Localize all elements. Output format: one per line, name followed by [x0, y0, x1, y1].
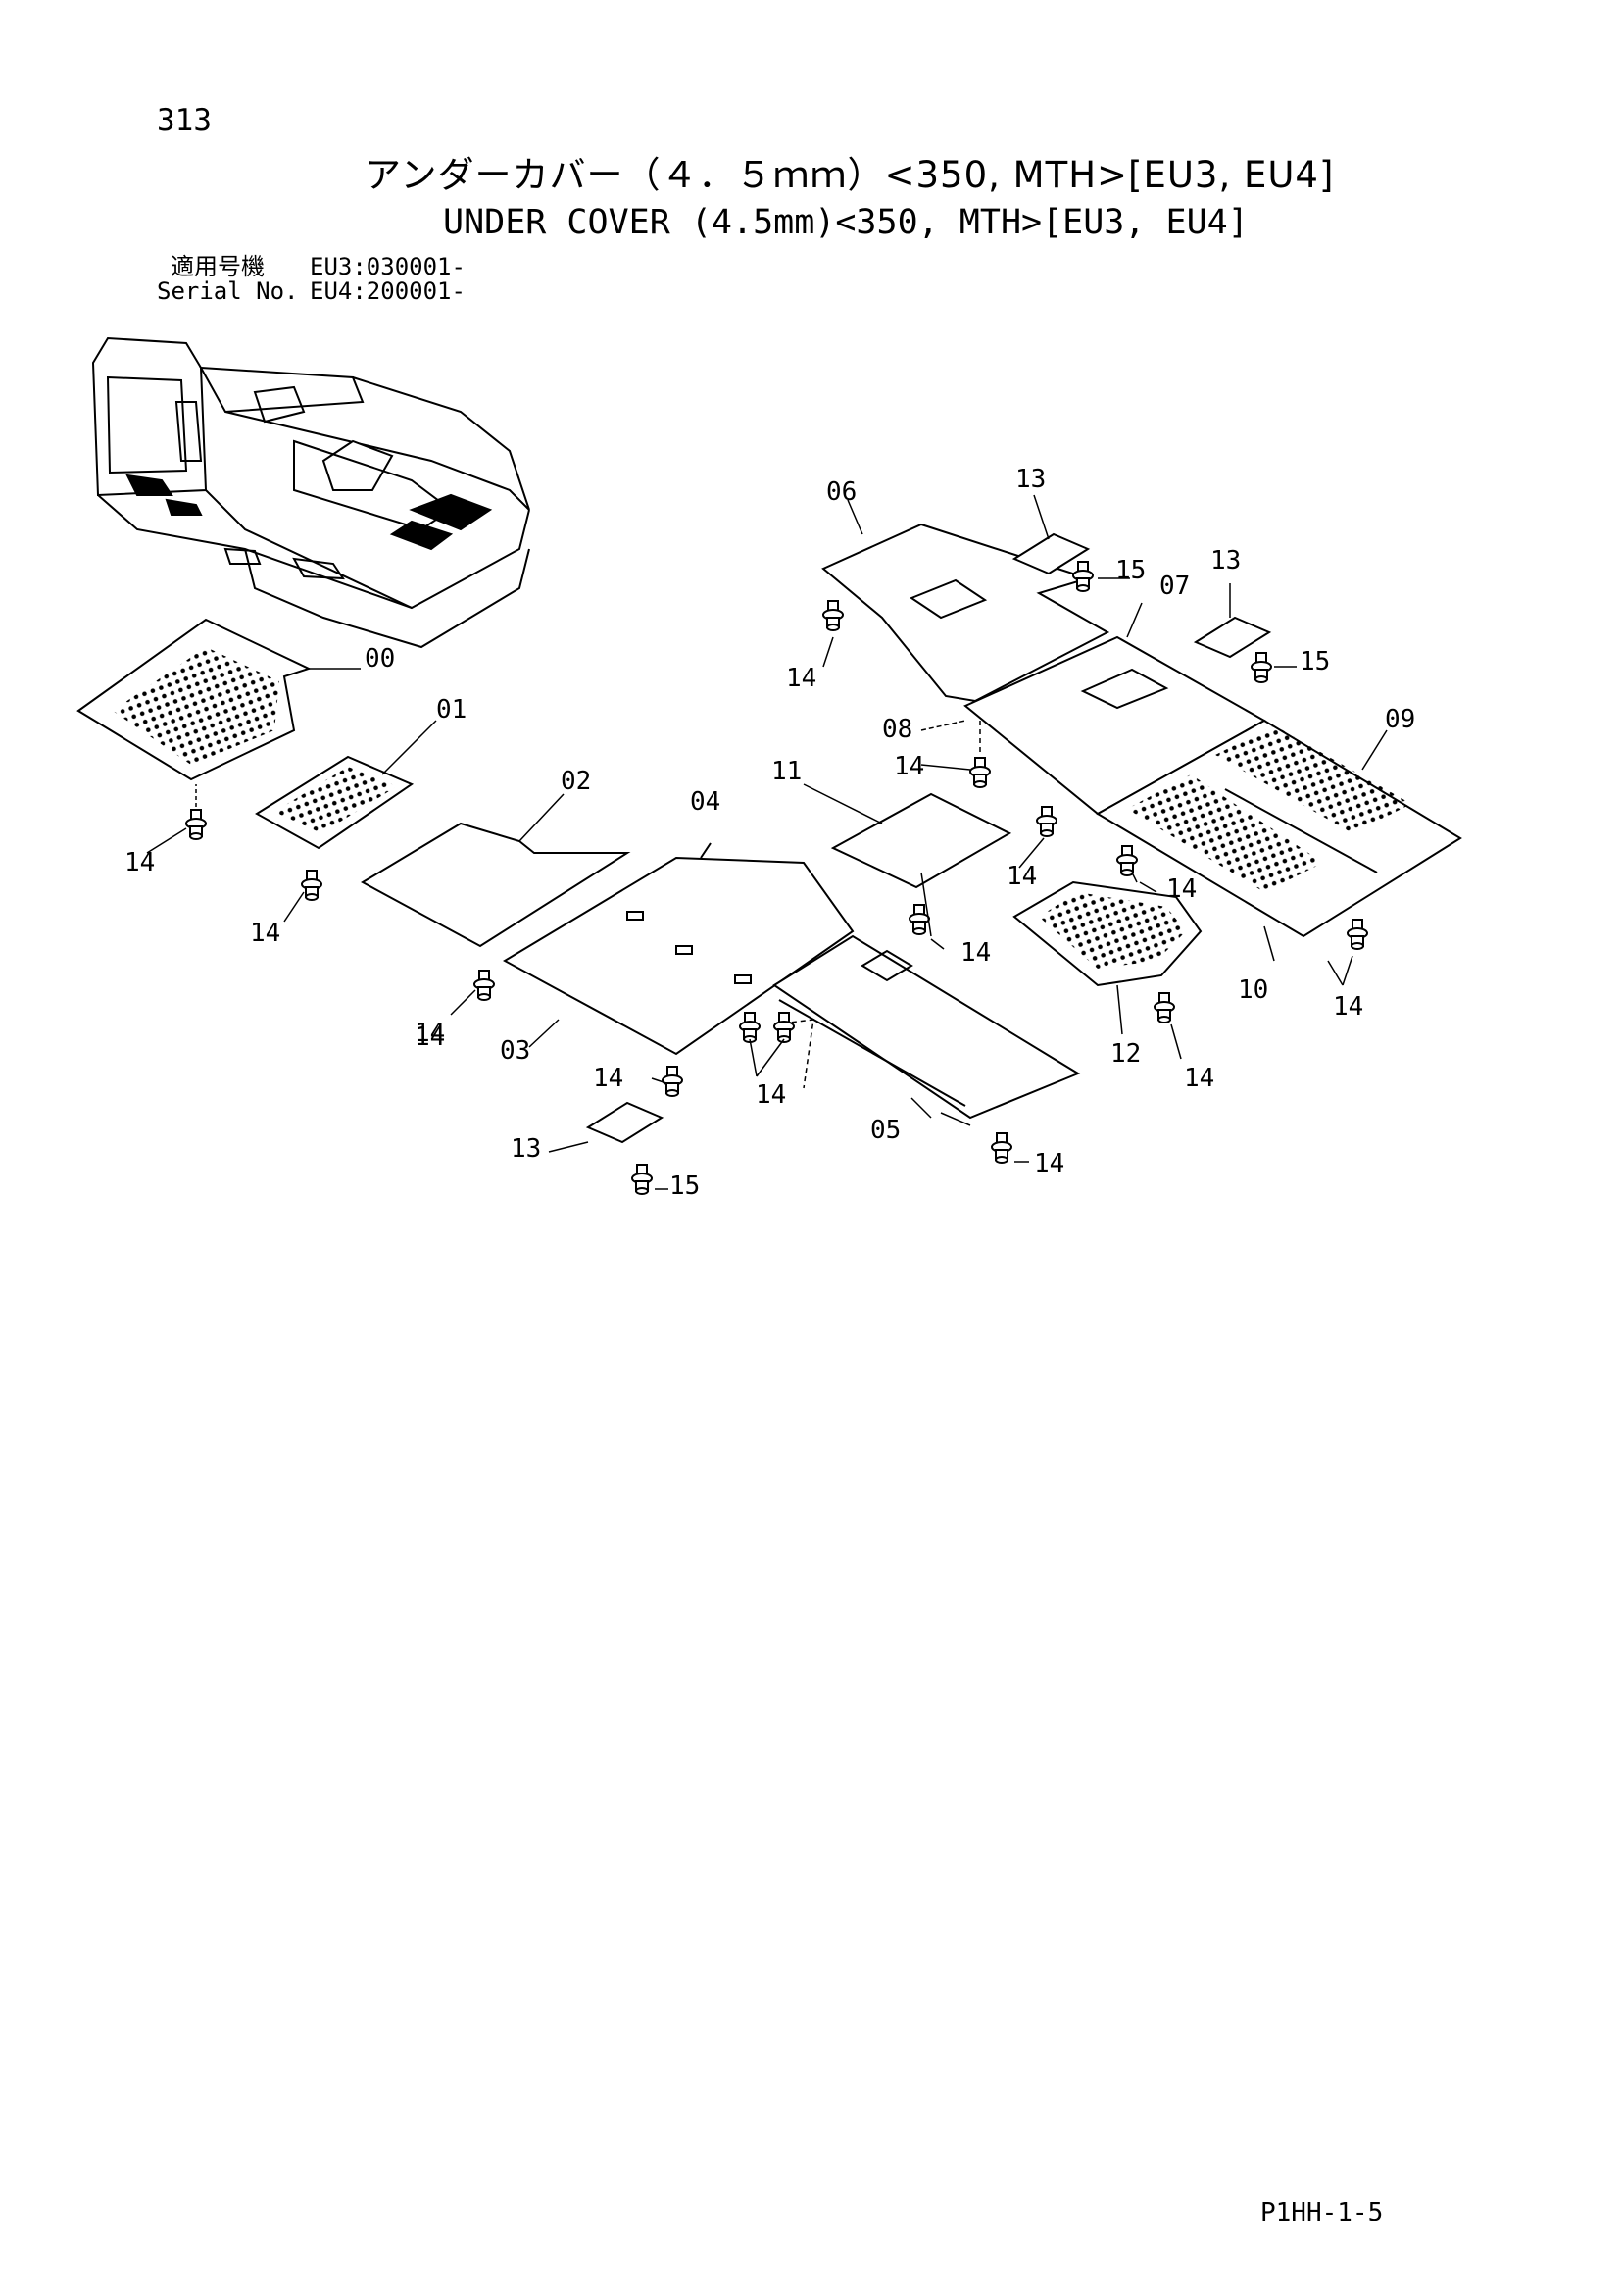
callout-00: 00: [365, 644, 395, 674]
callout-14: 14: [1184, 1064, 1214, 1093]
callout-05: 05: [870, 1116, 901, 1145]
serial-range-eu3: EU3:030001-: [310, 253, 466, 280]
callout-14: 14: [1166, 874, 1197, 904]
callout-15-b: 15: [1300, 647, 1330, 676]
document-code: P1HH-1-5: [1260, 2198, 1384, 2227]
callout-14: 14: [786, 664, 816, 693]
part-12-cover: [1012, 880, 1203, 1035]
callout-13-c: 13: [511, 1134, 541, 1164]
exploded-parts-diagram: 00 01 02 03 04 05 06 07 08 09 10 11 12 1…: [76, 336, 1462, 1201]
callout-03: 03: [500, 1036, 530, 1066]
callout-13-b: 13: [1210, 546, 1241, 575]
part-00-cover: [76, 618, 361, 840]
callout-14: 14: [894, 752, 924, 781]
callout-14: 14: [593, 1064, 623, 1093]
callout-06: 06: [826, 477, 857, 507]
leader-lines: [146, 577, 1353, 1190]
callout-14: 14: [250, 919, 280, 948]
callout-14: 14: [124, 848, 155, 877]
callout-08: 08: [882, 715, 912, 744]
callout-09: 09: [1385, 705, 1415, 734]
excavator-overview-drawing: [91, 336, 530, 649]
page-number: 313: [157, 103, 212, 138]
part-13-brackets: [585, 494, 1272, 1195]
part-02-cover: [360, 793, 631, 1001]
callout-13-a: 13: [1015, 465, 1046, 494]
title-english: UNDER COVER (4.5mm)<350, MTH>[EU3, EU4]: [443, 203, 1249, 242]
callout-14: 14: [1333, 992, 1363, 1022]
serial-label-japanese: 適用号機: [171, 253, 265, 280]
callout-14: 14: [415, 1023, 445, 1052]
callout-10: 10: [1238, 975, 1268, 1005]
callout-14: 14: [415, 1019, 445, 1048]
title-japanese: アンダーカバー（４．５ｍｍ）<350, MTH>[EU3, EU4]: [365, 154, 1335, 196]
callout-15-c: 15: [669, 1172, 700, 1201]
callout-14: 14: [1007, 862, 1037, 891]
callout-01: 01: [436, 695, 467, 724]
callout-04: 04: [690, 787, 720, 817]
callout-15-a: 15: [1115, 556, 1146, 585]
callout-12: 12: [1110, 1039, 1141, 1069]
part-03-04-cover: [502, 842, 855, 1056]
part-01-cover: [255, 720, 437, 901]
part-05-cover: [662, 934, 1081, 1164]
serial-label-english: Serial No.: [157, 277, 299, 305]
callout-11: 11: [771, 757, 802, 786]
callout-14: 14: [756, 1080, 786, 1110]
callout-14: 14: [960, 938, 991, 968]
part-11-cover: [803, 783, 1138, 935]
callout-02: 02: [561, 767, 591, 796]
callout-07: 07: [1159, 572, 1190, 601]
serial-range-eu4: EU4:200001-: [310, 277, 466, 305]
part-09-10-cover: [1095, 719, 1462, 962]
callout-14: 14: [1034, 1149, 1064, 1178]
